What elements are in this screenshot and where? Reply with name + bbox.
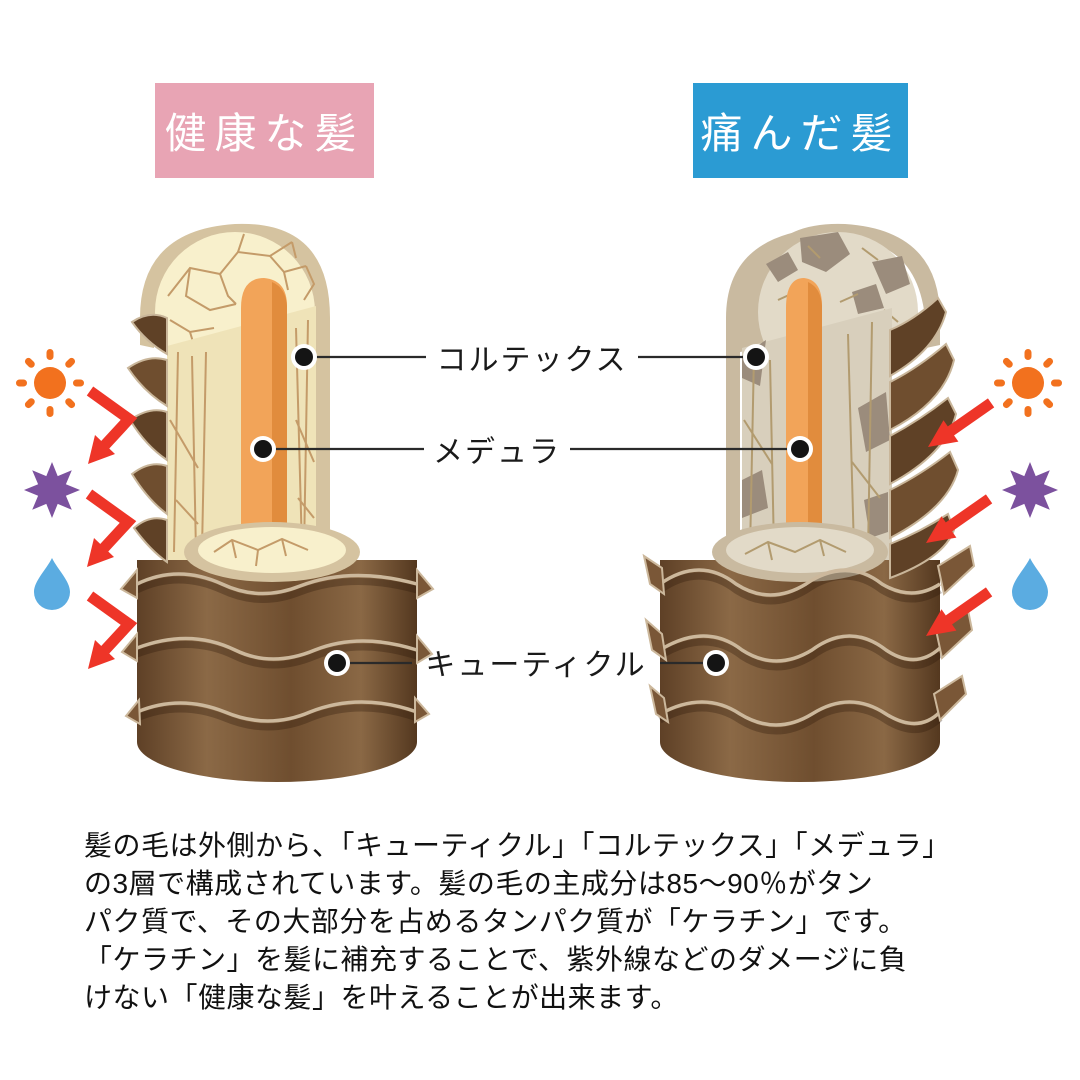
damaged-side-scales	[889, 296, 960, 580]
callout-dots	[250, 344, 813, 676]
red-arrow-icon	[926, 587, 993, 636]
medulla-label: メデュラ	[433, 436, 561, 469]
healthy-hair-illustration	[119, 223, 435, 782]
damaged-cutaway	[726, 223, 960, 580]
healthy-hair-shaft-body	[137, 560, 417, 782]
red-arrow-icon	[928, 398, 995, 447]
damaged-junction-disc	[712, 522, 888, 582]
damaged-hair-banner: 痛んだ髪	[693, 83, 908, 178]
sun-icon	[994, 349, 1062, 417]
damage-icons-left	[16, 349, 138, 669]
eight-point-star-icon	[1002, 462, 1058, 518]
damaged-cuticle-scales	[642, 544, 976, 735]
damaged-hair-shaft-body	[660, 560, 940, 782]
red-arrow-icon	[86, 591, 138, 669]
cuticle-label: キューティクル	[425, 649, 647, 682]
healthy-junction-disc	[184, 522, 360, 582]
damaged-hair-banner-label: 痛んだ髪	[700, 110, 901, 157]
description-text: 髪の毛は外側から、「キューティクル」「コルテックス」「メデュラ」 の3層で構成さ…	[84, 830, 951, 1013]
red-arrow-icon	[85, 489, 137, 567]
red-arrow-icon	[926, 494, 993, 543]
healthy-cutaway	[126, 223, 330, 564]
callout-lines	[273, 355, 790, 665]
damage-icons-right	[926, 349, 1062, 636]
damaged-hair-illustration	[642, 223, 976, 782]
cortex-label: コルテックス	[436, 344, 628, 377]
eight-point-star-icon	[24, 462, 80, 518]
healthy-cuticle-scales	[119, 567, 435, 731]
sun-icon	[16, 349, 84, 417]
water-drop-icon	[34, 558, 70, 610]
red-arrow-icon	[86, 386, 138, 464]
healthy-side-scales	[126, 313, 168, 564]
healthy-hair-banner: 健康な髪	[155, 83, 374, 178]
healthy-hair-banner-label: 健康な髪	[164, 110, 365, 157]
water-drop-icon	[1012, 558, 1048, 610]
